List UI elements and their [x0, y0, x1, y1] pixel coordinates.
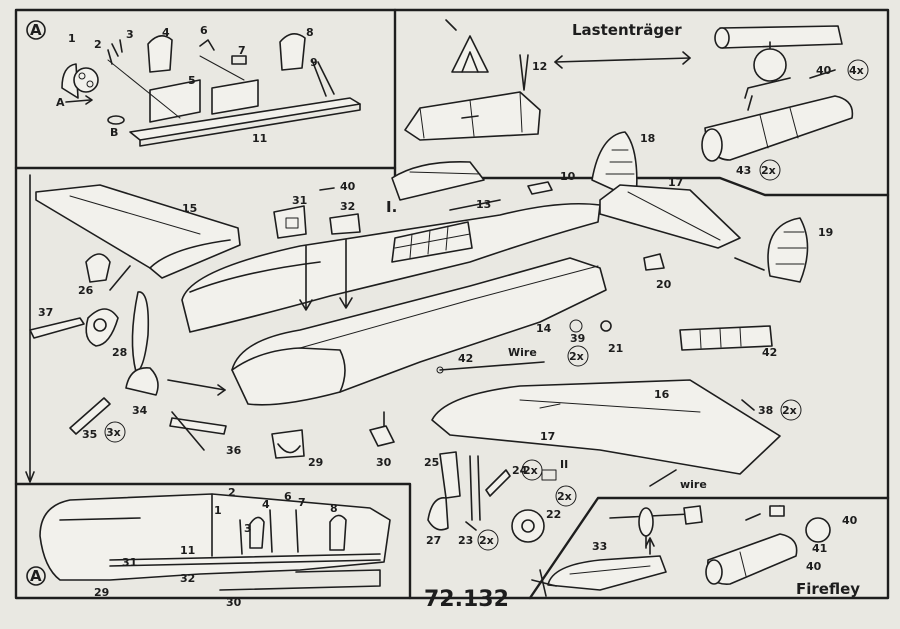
part-label-section-11: 11	[180, 544, 195, 557]
part-label-40-firefley-top: 40	[842, 514, 858, 527]
quantity-43: 2x	[761, 164, 776, 177]
view-marker-roman-one: I.	[386, 198, 397, 216]
part-label-39: 39	[570, 332, 585, 345]
quantity-39: 2x	[569, 350, 584, 363]
part-label-section-6: 6	[284, 490, 292, 503]
part-label-wing-flap: 17	[540, 430, 555, 443]
part-label-27: 27	[426, 534, 441, 547]
part-label-21: 21	[608, 342, 623, 355]
wire-label-right: wire	[680, 478, 707, 491]
quantity-35: 3x	[106, 426, 121, 439]
panel-a-fuselage-section: A 2 1 4 6 7 8 3 31 11 32 29 30	[25, 174, 391, 609]
part-label-8: 8	[306, 26, 314, 39]
part-label-31: 31	[292, 194, 307, 207]
quantity-24: 2x	[523, 464, 538, 477]
part-label-section-31: 31	[122, 556, 137, 569]
panel-firefley: 33 40 41 40 Firefley	[531, 505, 860, 598]
part-label-section-30: 30	[226, 596, 242, 609]
part-label-12: 12	[532, 60, 547, 73]
part-label-10: 10	[560, 170, 576, 183]
part-label-30: 30	[376, 456, 392, 469]
part-label-16: 16	[654, 388, 670, 401]
view-marker-a-arrow: A	[56, 96, 65, 109]
part-label-15: 15	[182, 202, 197, 215]
part-label-36: 36	[226, 444, 242, 457]
part-label-19: 19	[818, 226, 833, 239]
part-label-42-wire: 42	[458, 352, 473, 365]
part-label-33: 33	[592, 540, 607, 553]
part-label-14: 14	[536, 322, 552, 335]
part-label-40-fuselage: 40	[340, 180, 356, 193]
part-label-41: 41	[812, 542, 827, 555]
quantity-22: 2x	[557, 490, 572, 503]
part-label-40-firefley-bottom: 40	[806, 560, 822, 573]
part-label-29: 29	[308, 456, 323, 469]
part-label-9: 9	[310, 56, 318, 69]
part-label-34: 34	[132, 404, 148, 417]
part-label-13: 13	[476, 198, 491, 211]
title-variant-firefley: Firefley	[796, 580, 860, 598]
view-marker-roman-two: II	[560, 458, 568, 471]
view-marker-a-top: A	[30, 21, 42, 39]
part-label-11: 11	[252, 132, 267, 145]
part-label-section-7: 7	[298, 496, 306, 509]
part-label-section-8: 8	[330, 502, 338, 515]
part-label-section-3: 3	[244, 522, 252, 535]
panel-a-cockpit: A 1 2 3 4 5 6 7 8 9 11 B	[26, 20, 361, 147]
part-label-32: 32	[340, 200, 355, 213]
part-label-3: 3	[126, 28, 134, 41]
part-label-7: 7	[238, 44, 246, 57]
part-label-section-4: 4	[262, 498, 270, 511]
part-label-18: 18	[640, 132, 655, 145]
part-label-35: 35	[82, 428, 97, 441]
part-label-section-32: 32	[180, 572, 195, 585]
part-label-25: 25	[424, 456, 439, 469]
part-label-23: 23	[458, 534, 473, 547]
part-label-2: 2	[94, 38, 102, 51]
main-assembly: 15 I. 13 10 18 17 19 20	[29, 131, 833, 551]
part-label-38: 38	[758, 404, 773, 417]
title-underwing-carrier: Lastenträger	[572, 21, 682, 39]
part-label-42-ladder: 42	[762, 346, 777, 359]
view-marker-a-bottom: A	[30, 567, 42, 585]
quantity-38: 2x	[782, 404, 797, 417]
part-label-22: 22	[546, 508, 561, 521]
part-label-40-carrier: 40	[816, 64, 832, 77]
part-label-b: B	[110, 126, 118, 139]
part-label-26: 26	[78, 284, 94, 297]
part-label-section-29: 29	[94, 586, 109, 599]
part-label-section-2: 2	[228, 486, 236, 499]
part-label-20: 20	[656, 278, 672, 291]
part-label-5: 5	[188, 74, 196, 87]
part-label-6: 6	[200, 24, 208, 37]
part-label-28: 28	[112, 346, 127, 359]
part-label-17: 17	[668, 176, 683, 189]
wire-label-center: Wire	[508, 346, 537, 359]
part-label-section-1: 1	[214, 504, 222, 517]
part-label-4: 4	[162, 26, 170, 39]
part-label-43: 43	[736, 164, 751, 177]
panel-canopy-carrier: Lastenträger 40 4x 43 2x 12	[404, 19, 869, 181]
part-label-24: 24	[512, 464, 528, 477]
panel-frames	[14, 8, 890, 600]
part-label-1: 1	[68, 32, 76, 45]
part-label-37: 37	[38, 306, 53, 319]
quantity-23: 2x	[479, 534, 494, 547]
quantity-40: 4x	[849, 64, 864, 77]
kit-number: 72.132	[424, 587, 509, 612]
